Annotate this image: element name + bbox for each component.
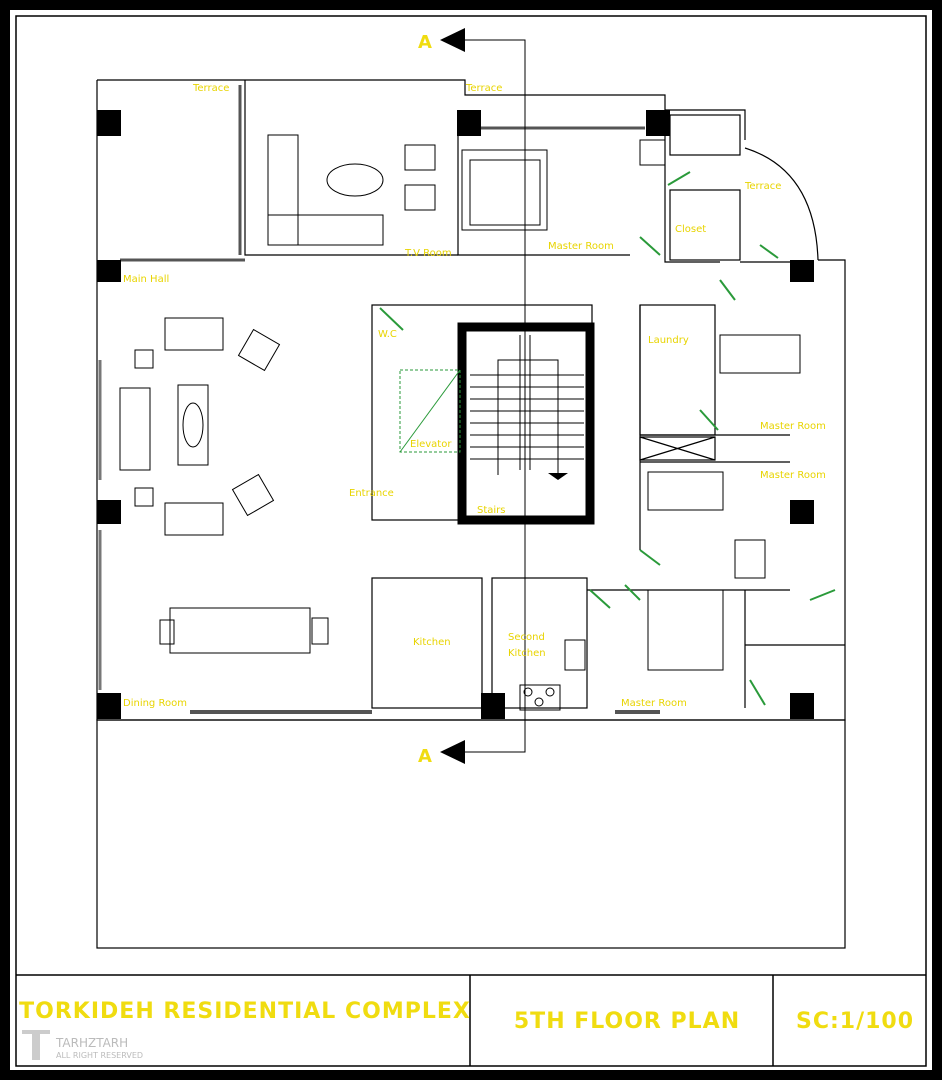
interior-walls [244, 80, 845, 709]
sheet-title: 5TH FLOOR PLAN [514, 1009, 740, 1034]
label-terrace-left: Terrace [192, 83, 229, 94]
label-second-kitchen-line1: Second [508, 632, 545, 643]
watermark-logo-icon [32, 1032, 40, 1060]
label-master-room-4: Master Room [621, 698, 687, 709]
sheet-border [15, 15, 927, 1067]
title-block: TARHZTARH ALL RIGHT RESERVED TORKIDEH RE… [16, 974, 926, 1066]
elevator-shaft [399, 369, 461, 453]
doors [379, 171, 836, 706]
stair-core [457, 322, 595, 525]
sheet [10, 10, 932, 1070]
label-laundry: Laundry [648, 335, 689, 346]
scale-label: SC:1/100 [796, 1009, 914, 1034]
watermark-brand: TARHZTARH [55, 1036, 128, 1050]
label-closet: Closet [675, 224, 706, 235]
label-master-room-2: Master Room [760, 421, 826, 432]
label-stairs: Stairs [477, 505, 506, 516]
label-main-hall: Main Hall [123, 274, 169, 285]
project-title: TORKIDEH RESIDENTIAL COMPLEX [19, 999, 471, 1024]
label-terrace-top: Terrace [465, 83, 502, 94]
room-labels: Terrace Terrace Terrace T.V Room Master … [123, 83, 826, 709]
label-wc: W.C [378, 329, 397, 340]
elevator-diagonal [399, 369, 461, 453]
label-second-kitchen-line2: Kitchen [508, 648, 546, 659]
label-dining-room: Dining Room [123, 698, 187, 709]
label-master-room-1: Master Room [548, 241, 614, 252]
label-tv-room: T.V Room [404, 248, 452, 259]
label-master-room-3: Master Room [760, 470, 826, 481]
section-marker-bottom: A [418, 746, 432, 767]
label-kitchen: Kitchen [413, 637, 451, 648]
section-line-a: A A [418, 28, 526, 767]
label-entrance: Entrance [349, 488, 394, 499]
section-marker-top: A [418, 32, 432, 53]
furniture [119, 134, 801, 711]
lower-slab-outline [96, 719, 846, 949]
label-terrace-right: Terrace [744, 181, 781, 192]
label-elevator: Elevator [410, 439, 452, 450]
watermark-rights: ALL RIGHT RESERVED [56, 1051, 143, 1060]
structural-columns [97, 110, 814, 719]
